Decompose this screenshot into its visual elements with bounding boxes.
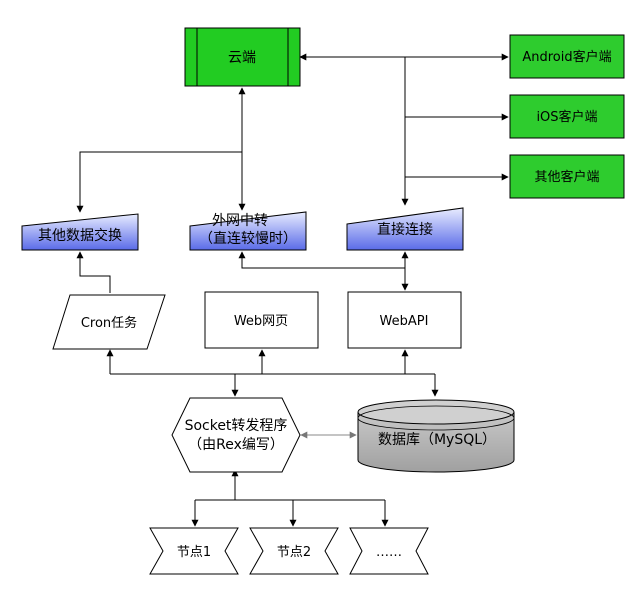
node1-shape <box>149 527 239 575</box>
webpage-label: Web网页 <box>234 314 288 329</box>
database-body <box>357 412 515 473</box>
android-client-node: Android客户端 <box>509 34 625 79</box>
node2-node: 节点2 <box>249 527 339 575</box>
other-exchange-node: 其他数据交换 <box>21 213 139 251</box>
relay-label-line1: 外网中转 <box>212 213 268 229</box>
direct-node: 直接连接 <box>346 207 464 251</box>
socket-node: Socket转发程序 （由Rex编写） <box>171 397 301 473</box>
cloud-box <box>184 27 301 87</box>
other-clients-label: 其他客户端 <box>534 169 599 185</box>
webapi-box <box>347 291 462 349</box>
node2-shape <box>249 527 339 575</box>
relay-shape <box>189 211 307 251</box>
webapi-node: WebAPI <box>347 291 462 349</box>
connectors <box>76 53 509 527</box>
edge-webapi-relay <box>238 251 405 269</box>
node-more-label: …… <box>376 545 402 560</box>
android-client-label: Android客户端 <box>522 49 611 65</box>
cron-label: Cron任务 <box>81 315 137 331</box>
webpage-node: Web网页 <box>204 291 319 349</box>
other-exchange-shape <box>21 213 139 251</box>
database-node: 数据库（MySQL） <box>357 399 515 473</box>
other-exchange-label: 其他数据交换 <box>38 227 122 244</box>
edge-cloud-other-exchange <box>76 151 242 213</box>
direct-label: 直接连接 <box>377 221 433 238</box>
database-label: 数据库（MySQL） <box>378 432 496 448</box>
cloud-node: 云端 <box>184 27 301 87</box>
edge-exchange-cron <box>76 251 111 293</box>
android-client-box <box>509 34 625 79</box>
socket-shape <box>171 397 301 473</box>
socket-label-line2: （由Rex编写） <box>188 437 284 453</box>
relay-label-line2: （直连较慢时） <box>199 230 297 247</box>
webapi-label: WebAPI <box>380 314 429 329</box>
cron-shape <box>52 294 166 350</box>
node1-node: 节点1 <box>149 527 239 575</box>
relay-node: 外网中转 （直连较慢时） <box>189 211 307 251</box>
cloud-label: 云端 <box>228 50 256 66</box>
direct-shape <box>346 207 464 251</box>
database-top-inner <box>357 405 515 431</box>
node2-label: 节点2 <box>277 545 311 560</box>
other-clients-node: 其他客户端 <box>509 154 625 199</box>
node-more-shape <box>349 527 429 575</box>
database-top <box>357 399 515 425</box>
node1-label: 节点1 <box>177 545 211 560</box>
ios-client-label: iOS客户端 <box>536 109 597 125</box>
webpage-box <box>204 291 319 349</box>
socket-label-line1: Socket转发程序 <box>185 418 288 434</box>
cron-node: Cron任务 <box>52 294 166 350</box>
ios-client-node: iOS客户端 <box>509 94 625 139</box>
node-more-node: …… <box>349 527 429 575</box>
other-clients-box <box>509 154 625 199</box>
ios-client-box <box>509 94 625 139</box>
